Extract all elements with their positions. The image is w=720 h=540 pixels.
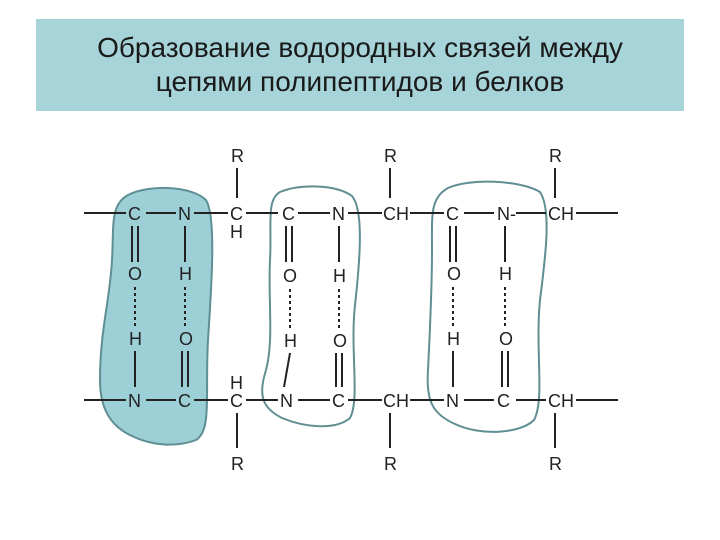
atom-c: C (446, 204, 459, 224)
highlight-region-1 (98, 186, 214, 446)
atom-o: O (179, 329, 193, 349)
title-line-2: цепями полипептидов и белков (155, 66, 565, 97)
atom-h: H (230, 222, 243, 242)
r-group: R (549, 146, 562, 166)
hydrogen-bonds (134, 287, 506, 328)
r-group: R (231, 454, 244, 474)
bottom-substituents: H O H O H O (129, 329, 513, 388)
title-banner: Образование водородных связей между цепя… (36, 19, 684, 111)
atom-n: N (446, 391, 459, 411)
atom-h: H (129, 329, 142, 349)
atom-n-minus: N- (497, 204, 516, 224)
atom-h: H (447, 329, 460, 349)
atom-h: H (284, 331, 297, 351)
atom-o: O (333, 331, 347, 351)
highlight-region-3 (426, 180, 548, 433)
atom-ch: CH (383, 391, 409, 411)
atom-c: C (178, 391, 191, 411)
top-substituents: O H O H O H (128, 226, 512, 286)
atom-ch: CH (548, 204, 574, 224)
atom-h: H (333, 266, 346, 286)
atom-ch: CH (383, 204, 409, 224)
atom-n: N (128, 391, 141, 411)
r-group: R (549, 454, 562, 474)
atom-c: C (128, 204, 141, 224)
atom-o: O (499, 329, 513, 349)
atom-c: C (230, 204, 243, 224)
atom-c: C (332, 391, 345, 411)
atom-c: C (230, 391, 243, 411)
atom-c: C (497, 391, 510, 411)
atom-n: N (178, 204, 191, 224)
atom-c: C (282, 204, 295, 224)
atom-o: O (283, 266, 297, 286)
atom-o: O (447, 264, 461, 284)
atom-ch: CH (548, 391, 574, 411)
title-line-1: Образование водородных связей между (97, 32, 623, 63)
bottom-chain: N C H C N C CH N C CH R R R (84, 373, 618, 474)
atom-h: H (230, 373, 243, 393)
r-group: R (384, 146, 397, 166)
r-group: R (231, 146, 244, 166)
atom-n: N (332, 204, 345, 224)
atom-o: O (128, 264, 142, 284)
r-group: R (384, 454, 397, 474)
atom-h: H (499, 264, 512, 284)
atom-h: H (179, 264, 192, 284)
highlight-region-2 (261, 185, 361, 428)
atom-n: N (280, 391, 293, 411)
top-chain: C N C H C N CH C N- CH R R R (84, 146, 618, 242)
